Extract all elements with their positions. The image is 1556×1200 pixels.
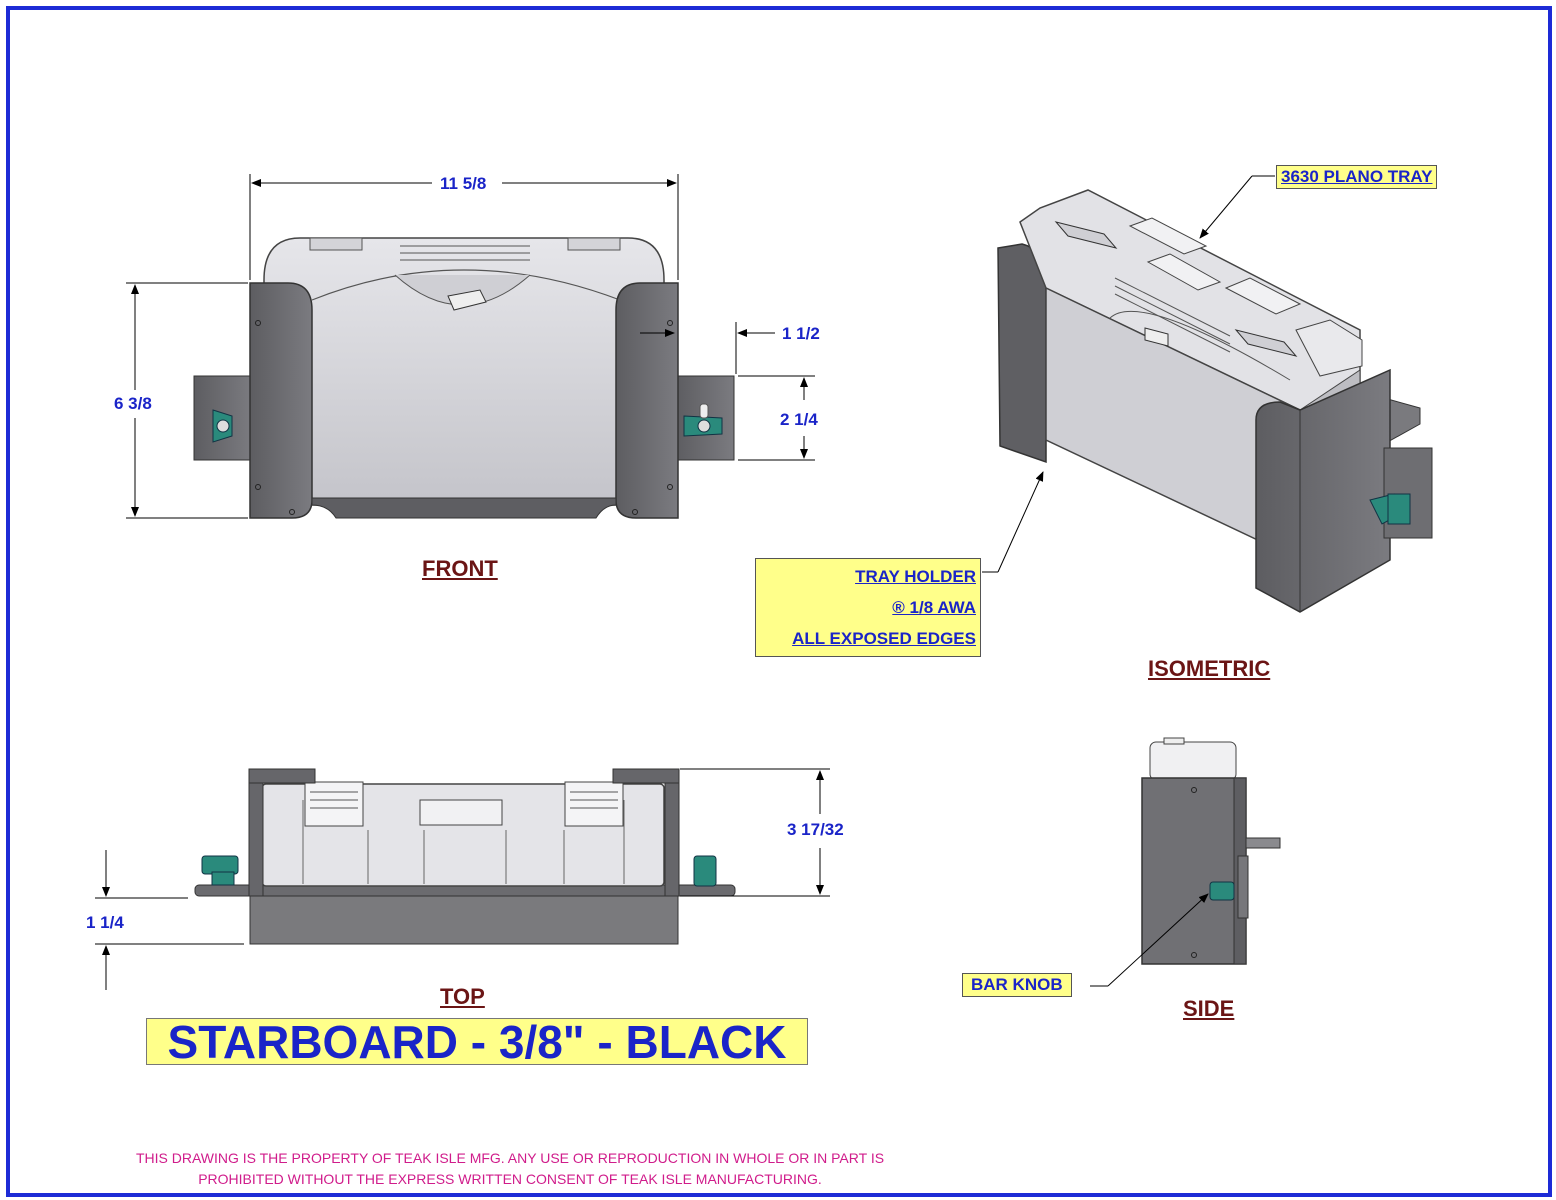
property-notice: THIS DRAWING IS THE PROPERTY OF TEAK ISL… <box>135 1150 885 1187</box>
side-knob-icon <box>1209 881 1235 901</box>
dim-depth: 3 17/32 <box>787 820 844 839</box>
dim-base: 1 1/4 <box>86 913 124 932</box>
holder-line-2: ® 1/8 AWA <box>892 598 976 617</box>
front-view <box>126 174 815 519</box>
dim-flange: 1 1/2 <box>782 324 820 343</box>
material-title: STARBOARD - 3/8" - BLACK <box>146 1018 808 1065</box>
front-right-knob-icon <box>683 403 723 437</box>
top-view <box>95 768 830 990</box>
callout-bar-knob: BAR KNOB <box>962 973 1072 997</box>
top-left-knob-icon <box>201 855 239 886</box>
dim-slot: 2 1/4 <box>780 410 818 429</box>
dim-height: 6 3/8 <box>114 394 152 413</box>
label-front: FRONT <box>422 556 498 581</box>
iso-knob-icon <box>1369 493 1411 525</box>
front-left-knob-icon <box>212 409 233 443</box>
isometric-view <box>982 175 1433 613</box>
holder-line-1: TRAY HOLDER <box>855 567 976 586</box>
top-right-knob-icon <box>693 855 717 887</box>
dim-width: 11 5/8 <box>440 174 487 193</box>
label-top: TOP <box>440 984 485 1009</box>
label-isometric: ISOMETRIC <box>1148 656 1271 681</box>
callout-tray-holder: TRAY HOLDER ® 1/8 AWA ALL EXPOSED EDGES <box>755 558 981 657</box>
callout-plano-tray: 3630 PLANO TRAY <box>1276 165 1438 189</box>
drawing-border <box>6 6 1552 1197</box>
side-view <box>1090 737 1281 987</box>
label-side: SIDE <box>1183 996 1235 1021</box>
holder-line-3: ALL EXPOSED EDGES <box>792 629 976 648</box>
